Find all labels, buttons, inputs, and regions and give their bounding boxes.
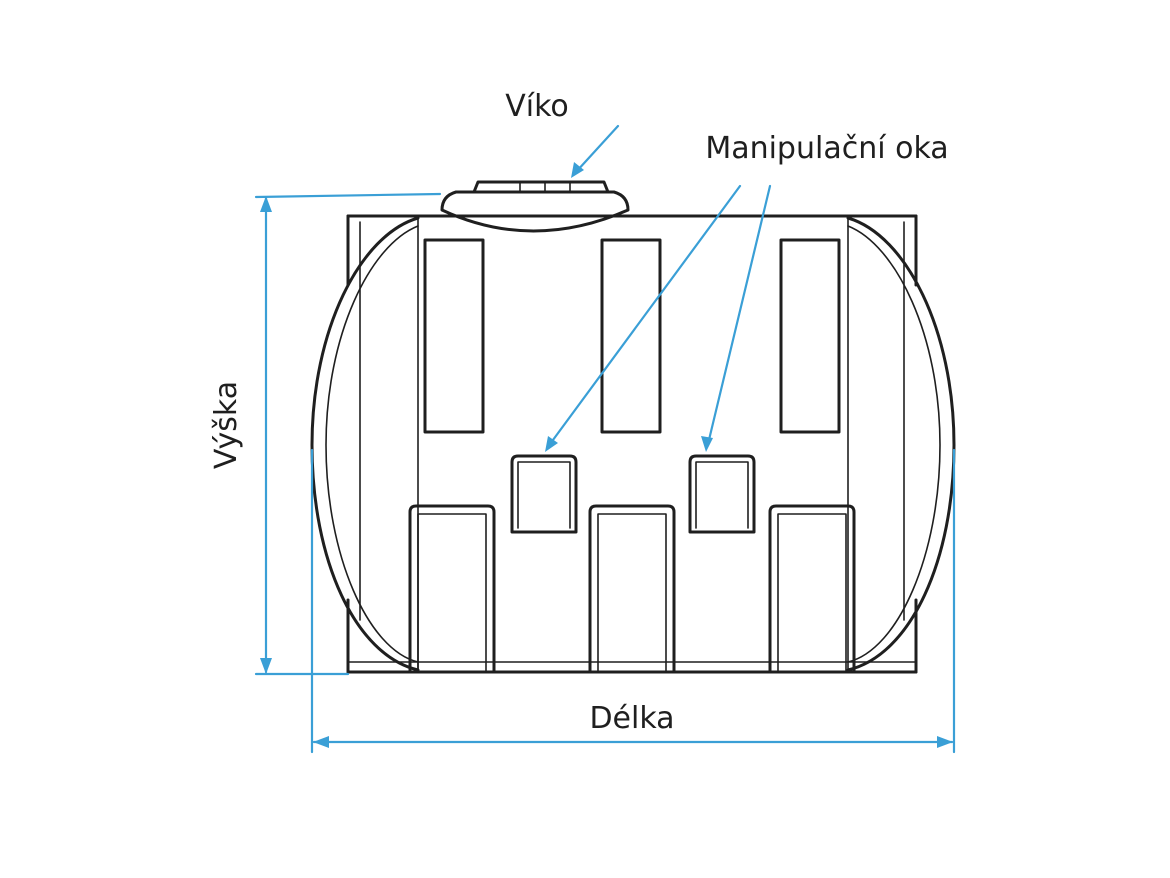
height-extension-top (254, 192, 442, 199)
height-arrow-bottom (260, 658, 272, 674)
handling-eye-left-inner (517, 461, 571, 529)
tank-drawing (310, 180, 956, 674)
handling-eye-left (510, 454, 578, 534)
lid-cap (472, 180, 610, 194)
handling-eye-right-inner (695, 461, 749, 529)
eye-leader-left-arrow (545, 436, 558, 452)
lower-leg-left (408, 504, 496, 674)
tank-left-bulge-inner (325, 225, 419, 663)
lid-leader-arrow (571, 162, 584, 178)
lid-dome (440, 190, 630, 233)
upper-panel-center (600, 238, 662, 434)
eye-leader-right (706, 184, 772, 446)
lower-leg-left-inner (417, 513, 487, 673)
handling-eyes-label: Manipulační oka (705, 131, 948, 166)
lower-leg-right-inner (777, 513, 847, 673)
tank-right-bulge (846, 216, 956, 672)
height-arrow-top (260, 196, 272, 212)
handling-eye-right (688, 454, 756, 534)
lower-leg-center (588, 504, 676, 674)
length-arrow-left (313, 736, 329, 748)
eye-leader-right-arrow (701, 436, 713, 452)
lid (440, 180, 630, 233)
labels: Víko Manipulační oka Výška Délka (209, 89, 949, 736)
annotations (254, 124, 956, 754)
length-label: Délka (589, 701, 674, 736)
length-arrow-right (937, 736, 953, 748)
lower-leg-right (768, 504, 856, 674)
lid-label: Víko (505, 89, 569, 124)
eye-leader-left (548, 184, 742, 446)
lower-leg-center-inner (597, 513, 667, 673)
tank-right-bulge-inner (847, 225, 941, 663)
lid-leader (574, 124, 620, 174)
upper-panel-right (779, 238, 841, 434)
tank-left-bulge (310, 216, 420, 672)
upper-panel-left (423, 238, 485, 434)
height-label: Výška (209, 381, 244, 469)
